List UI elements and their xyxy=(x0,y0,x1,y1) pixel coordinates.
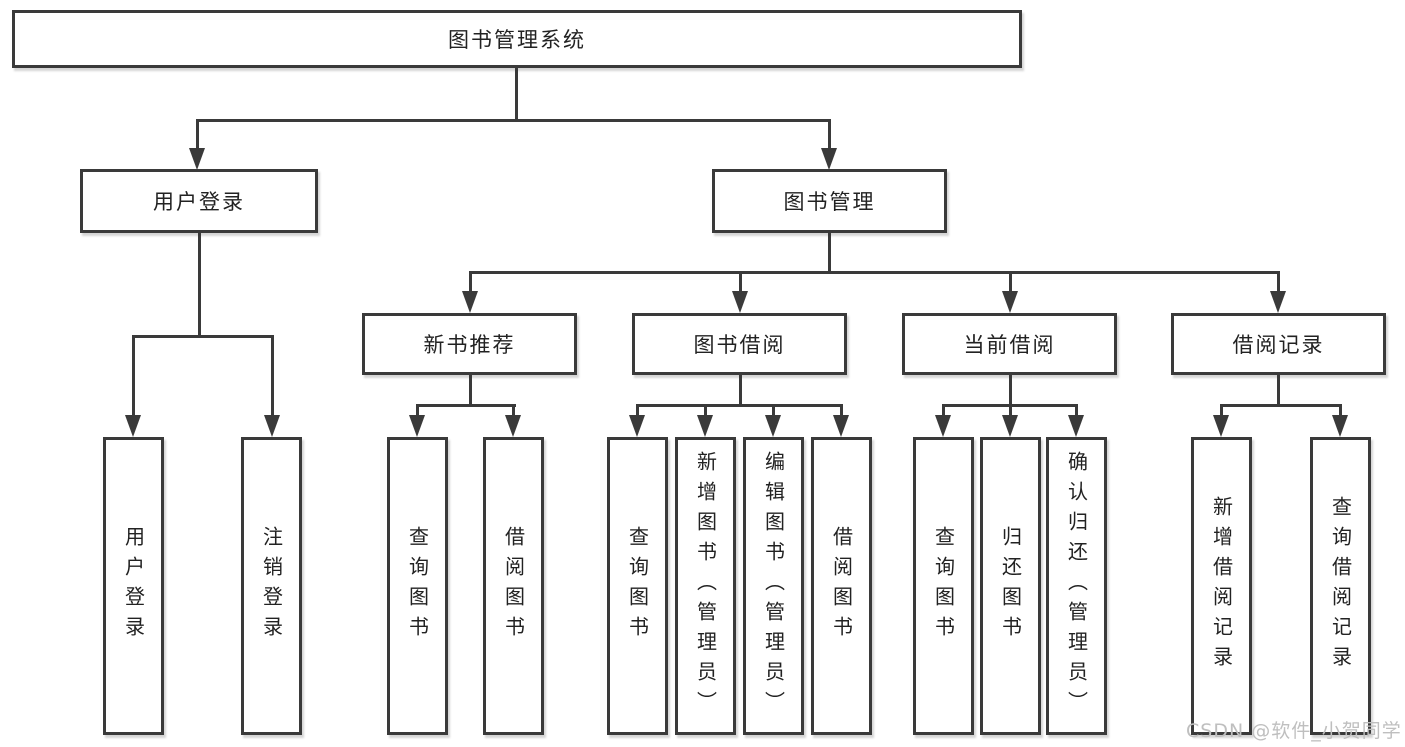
node-label: 新书推荐 xyxy=(423,333,516,357)
connector-stem xyxy=(772,404,775,418)
connector-stem xyxy=(271,335,274,417)
node-label: 用户登录 xyxy=(153,190,245,214)
node-label: 图书管理 xyxy=(783,190,876,214)
node-new-book-recommendation: 新书推荐 xyxy=(362,313,577,375)
leaf-label: 查询图书 xyxy=(625,526,650,646)
leaf-add-borrow-record: 新增借阅记录 xyxy=(1191,437,1252,735)
leaf-label: 查询图书 xyxy=(931,526,956,646)
connector-level2-rail xyxy=(469,271,1280,274)
connector-stem xyxy=(1009,404,1012,418)
connector-stem xyxy=(132,335,135,417)
leaf-label: 编辑图书（管理员） xyxy=(761,451,786,721)
node-book-borrowing: 图书借阅 xyxy=(632,313,847,375)
leaf-add-books-admin: 新增图书（管理员） xyxy=(675,437,736,735)
arrow-down-icon xyxy=(125,415,141,437)
leaf-label: 借阅图书 xyxy=(501,526,526,646)
arrow-down-icon xyxy=(821,148,837,170)
node-user-login: 用户登录 xyxy=(80,169,318,233)
arrow-down-icon xyxy=(1332,415,1348,437)
connector-stem xyxy=(469,271,472,291)
arrow-down-icon xyxy=(505,415,521,437)
connector-stem xyxy=(416,404,419,418)
leaf-user-login: 用户登录 xyxy=(103,437,164,735)
connector-level1-rail xyxy=(196,119,831,122)
node-label: 图书管理系统 xyxy=(448,28,586,52)
connector-rail-borrowing xyxy=(636,404,843,407)
node-library-management-system: 图书管理系统 xyxy=(12,10,1022,68)
connector-rail-records xyxy=(1220,404,1342,407)
arrow-down-icon xyxy=(1270,291,1286,313)
leaf-label: 归还图书 xyxy=(998,526,1023,646)
leaf-query-books-borrowing: 查询图书 xyxy=(607,437,668,735)
leaf-edit-books-admin: 编辑图书（管理员） xyxy=(743,437,804,735)
arrow-down-icon xyxy=(409,415,425,437)
arrow-down-icon xyxy=(1068,415,1084,437)
connector-stem xyxy=(196,119,199,149)
arrow-down-icon xyxy=(1213,415,1229,437)
connector-stem xyxy=(704,404,707,418)
leaf-label: 用户登录 xyxy=(121,526,146,646)
leaf-label: 注销登录 xyxy=(259,526,284,646)
leaf-label: 借阅图书 xyxy=(829,526,854,646)
leaf-borrow-books-recommend: 借阅图书 xyxy=(483,437,544,735)
leaf-confirm-return-admin: 确认归还（管理员） xyxy=(1046,437,1107,735)
connector-login-drop xyxy=(198,233,201,337)
arrow-down-icon xyxy=(833,415,849,437)
node-label: 借阅记录 xyxy=(1232,333,1325,357)
arrow-down-icon xyxy=(189,148,205,170)
arrow-down-icon xyxy=(629,415,645,437)
leaf-query-borrow-record: 查询借阅记录 xyxy=(1310,437,1371,735)
connector-stem xyxy=(512,404,515,418)
connector-stem xyxy=(1009,271,1012,291)
connector-stem xyxy=(828,119,831,149)
connector-rail-recommend xyxy=(416,404,516,407)
connector-mgmt-drop xyxy=(828,233,831,273)
connector-stem xyxy=(942,404,945,418)
arrow-down-icon xyxy=(1002,291,1018,313)
connector-stem xyxy=(840,404,843,418)
connector-drop xyxy=(1277,375,1280,406)
leaf-label: 新增借阅记录 xyxy=(1209,496,1234,676)
leaf-label: 查询图书 xyxy=(405,526,430,646)
leaf-label: 确认归还（管理员） xyxy=(1064,451,1089,721)
leaf-logout: 注销登录 xyxy=(241,437,302,735)
arrow-down-icon xyxy=(765,415,781,437)
arrow-down-icon xyxy=(462,291,478,313)
node-book-management: 图书管理 xyxy=(712,169,947,233)
arrow-down-icon xyxy=(697,415,713,437)
leaf-return-books: 归还图书 xyxy=(980,437,1041,735)
node-current-borrowing: 当前借阅 xyxy=(902,313,1117,375)
arrow-down-icon xyxy=(1002,415,1018,437)
leaf-label: 查询借阅记录 xyxy=(1328,496,1353,676)
node-borrowing-records: 借阅记录 xyxy=(1171,313,1386,375)
leaf-borrow-books: 借阅图书 xyxy=(811,437,872,735)
connector-drop xyxy=(739,375,742,406)
connector-stem xyxy=(1277,271,1280,291)
leaf-query-books-current: 查询图书 xyxy=(913,437,974,735)
connector-root-drop xyxy=(515,68,518,120)
arrow-down-icon xyxy=(264,415,280,437)
connector-stem xyxy=(1075,404,1078,418)
arrow-down-icon xyxy=(935,415,951,437)
csdn-watermark: CSDN @软件_小贺同学 xyxy=(1186,720,1402,742)
connector-stem xyxy=(636,404,639,418)
leaf-label: 新增图书（管理员） xyxy=(693,451,718,721)
connector-drop xyxy=(469,375,472,406)
connector-stem xyxy=(1339,404,1342,418)
connector-stem xyxy=(739,271,742,291)
connector-drop xyxy=(1009,375,1012,406)
leaf-query-books-recommend: 查询图书 xyxy=(387,437,448,735)
node-label: 当前借阅 xyxy=(963,333,1056,357)
connector-login-rail xyxy=(132,335,274,338)
node-label: 图书借阅 xyxy=(693,333,786,357)
connector-stem xyxy=(1220,404,1223,418)
arrow-down-icon xyxy=(732,291,748,313)
